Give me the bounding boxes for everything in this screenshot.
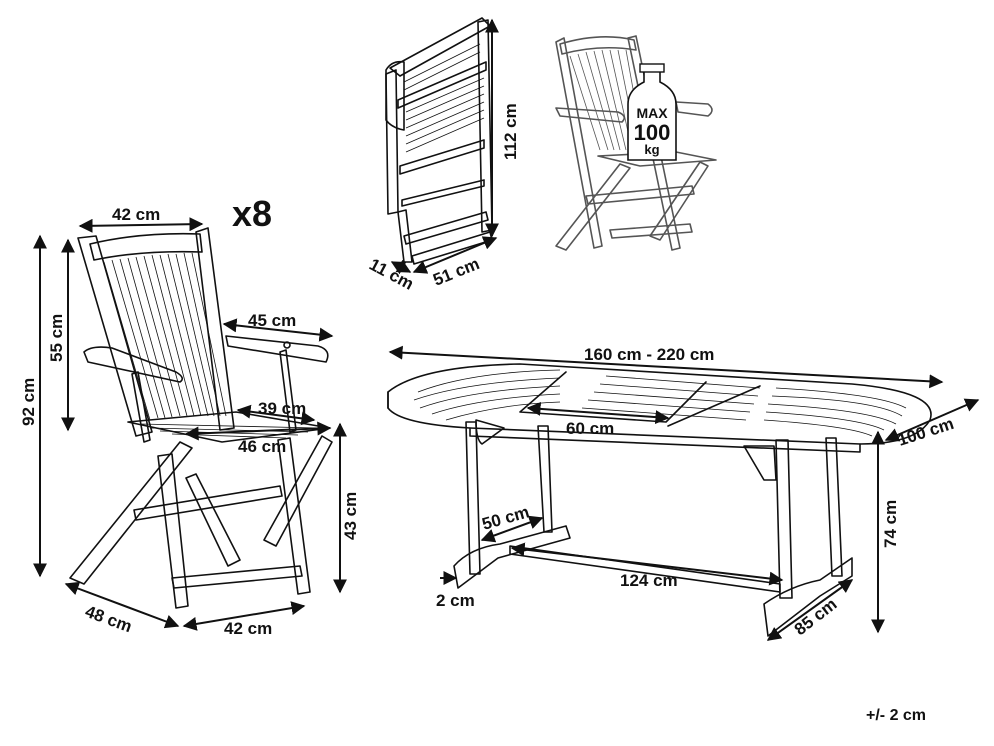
load-badge: MAX 100 kg [634, 105, 671, 157]
table-width-label: 100 cm [895, 414, 956, 450]
armrest-length-label: 45 cm [248, 311, 296, 330]
table-base-depth-label: 85 cm [791, 595, 841, 640]
folded-depth-label: 51 cm [430, 254, 482, 290]
folded-chair-drawing [385, 17, 493, 265]
folded-thickness-label: 11 cm [366, 255, 417, 294]
chair-dimension-lines [33, 217, 347, 631]
table-top-slats [413, 369, 907, 437]
table-height-label: 74 cm [881, 500, 900, 548]
folded-slats [403, 43, 485, 153]
folded-chair-labels: 112 cm 11 cm 51 cm [366, 103, 520, 293]
weight-icon [627, 63, 677, 161]
load-unit-label: kg [644, 142, 659, 157]
folded-height-label: 112 cm [501, 103, 520, 160]
table-dimension-lines [388, 345, 980, 641]
load-value-label: 100 [634, 120, 671, 145]
quantity-label: x8 [232, 193, 272, 234]
table-length-label: 160 cm - 220 cm [584, 345, 714, 364]
chair-total-height-label: 92 cm [19, 378, 38, 426]
table-foot-offset-label: 2 cm [436, 591, 475, 610]
folded-chair-dimension-lines [390, 18, 499, 275]
chair-width-label: 42 cm [112, 205, 160, 224]
table-stretcher-label: 124 cm [620, 571, 678, 590]
load-max-label: MAX [636, 105, 668, 121]
table-leg-depth-label: 50 cm [480, 502, 532, 534]
backrest-slats [103, 252, 227, 421]
seat-width-label: 46 cm [238, 437, 286, 456]
chair-dimension-labels: 42 cm x8 92 cm 55 cm 45 cm 39 cm 46 cm 4… [19, 193, 360, 638]
seat-depth-label: 39 cm [258, 399, 306, 418]
seat-height-label: 43 cm [341, 492, 360, 540]
chair-backrest-height-label: 55 cm [47, 314, 66, 362]
table-extension-label: 60 cm [566, 419, 614, 438]
chair-base-width-label: 42 cm [224, 619, 272, 638]
tolerance-note: +/- 2 cm [866, 707, 926, 724]
loaded-chair-drawing [555, 35, 717, 251]
